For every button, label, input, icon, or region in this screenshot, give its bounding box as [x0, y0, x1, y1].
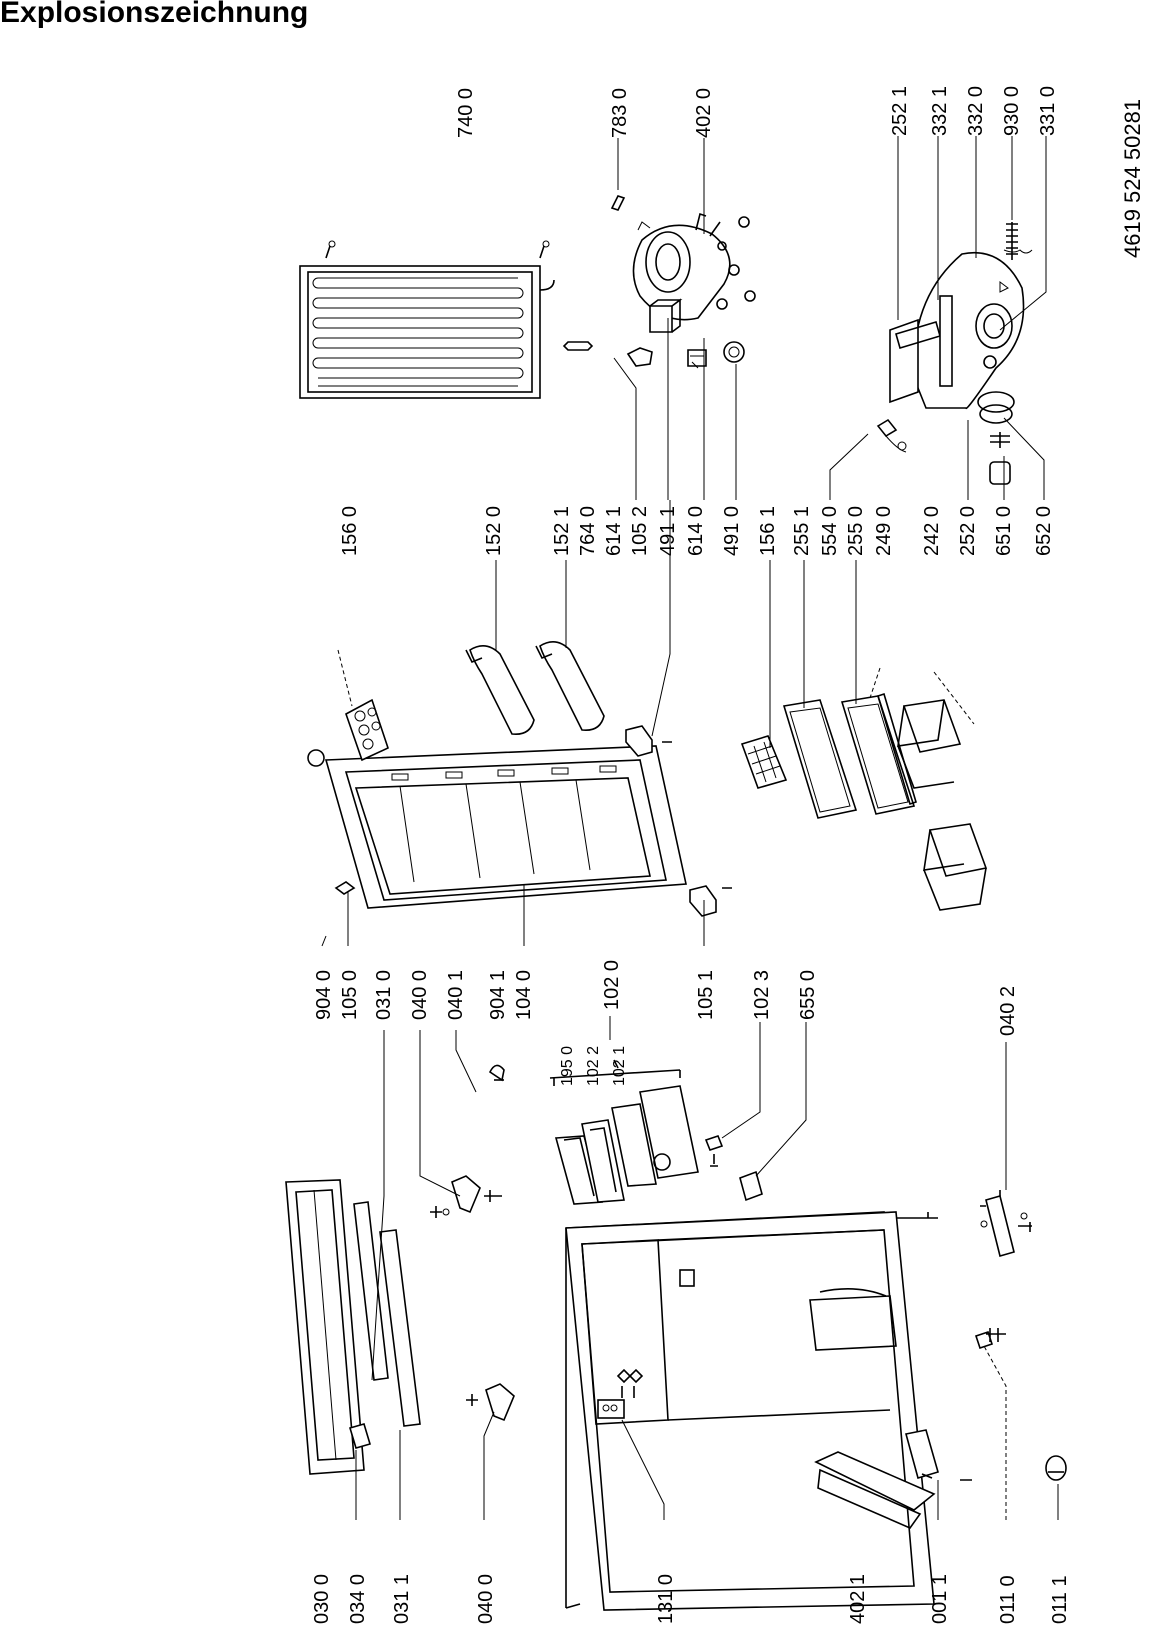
- label-491-1: 491 1: [657, 506, 679, 556]
- page-title: Explosionszeichnung: [0, 0, 309, 29]
- top-hinge-part: [430, 1064, 505, 1218]
- label-491-0: 491 0: [721, 506, 743, 556]
- label-105-2: 105 2: [629, 506, 651, 556]
- tube-part: [610, 195, 626, 211]
- label-105-0: 105 0: [339, 970, 361, 1020]
- label-152-1: 152 1: [551, 506, 573, 556]
- foot-part: [1045, 1455, 1067, 1481]
- label-331-0: 331 0: [1037, 86, 1059, 136]
- part-labels: 740 0 783 0 402 0 252 1 332 1 332 0 930 …: [311, 86, 1145, 1624]
- bottom-hinge-part: [466, 1383, 515, 1422]
- cabinet-part: [565, 1211, 938, 1611]
- label-105-1: 105 1: [695, 970, 717, 1020]
- label-904-0: 904 0: [313, 970, 335, 1020]
- label-255-0: 255 0: [845, 506, 867, 556]
- label-040-0-lower: 040 0: [475, 1574, 497, 1624]
- label-651-0: 651 0: [993, 506, 1015, 556]
- label-001-1: 001 1: [929, 1574, 951, 1624]
- base-part: [814, 1429, 972, 1529]
- leader-lines: [321, 136, 1059, 1520]
- label-242-0: 242 0: [921, 506, 943, 556]
- label-102-3: 102 3: [751, 970, 773, 1020]
- label-252-0: 252 0: [957, 506, 979, 556]
- label-131-0: 131 0: [655, 1574, 677, 1624]
- label-252-1: 252 1: [889, 86, 911, 136]
- label-255-1: 255 1: [791, 506, 813, 556]
- cap-part: [739, 1170, 763, 1202]
- label-195-0: 195 0: [559, 1046, 576, 1086]
- freezer-shelves-part: [740, 667, 917, 819]
- label-655-0: 655 0: [797, 970, 819, 1020]
- bracket-part: [349, 1423, 371, 1449]
- label-402-0: 402 0: [693, 88, 715, 138]
- label-031-0: 031 0: [373, 970, 395, 1020]
- hinge-part: [689, 885, 717, 917]
- label-030-0: 030 0: [311, 1574, 333, 1624]
- condenser-part: [299, 240, 555, 399]
- lower-hinge-part: [980, 1190, 1032, 1257]
- freezer-compartment-part: [549, 1059, 699, 1205]
- label-011-1: 011 1: [1049, 1575, 1071, 1624]
- label-783-0: 783 0: [609, 88, 631, 138]
- door-gasket-part: [285, 1179, 365, 1475]
- label-102-1: 102 1: [611, 1046, 628, 1086]
- label-156-0: 156 0: [339, 506, 361, 556]
- panel-part: [379, 1229, 421, 1427]
- label-011-0: 011 0: [997, 1575, 1019, 1624]
- label-031-1: 031 1: [391, 1574, 413, 1624]
- label-402-1: 402 1: [847, 1574, 869, 1624]
- label-034-0: 034 0: [347, 1574, 369, 1624]
- label-930-0: 930 0: [1001, 86, 1023, 136]
- label-249-0: 249 0: [873, 506, 895, 556]
- label-332-0: 332 0: [965, 86, 987, 136]
- door-shelf-part: [465, 641, 605, 736]
- label-740-0: 740 0: [455, 88, 477, 138]
- panel-part: [353, 1201, 389, 1381]
- label-102-0: 102 0: [601, 960, 623, 1010]
- label-614-1: 614 1: [603, 506, 625, 556]
- label-904-1: 904 1: [487, 970, 509, 1020]
- egg-tray-part: [337, 649, 389, 762]
- relay-parts: [626, 298, 745, 369]
- document-number: 4619 524 50281: [1120, 99, 1145, 258]
- label-104-0: 104 0: [513, 970, 535, 1020]
- hinge-part: [625, 725, 653, 757]
- label-332-1: 332 1: [929, 86, 951, 136]
- screw-part: [974, 1328, 1006, 1350]
- label-764-0: 764 0: [577, 506, 599, 556]
- valve-part: [704, 1135, 724, 1167]
- door-part: [307, 745, 687, 909]
- label-152-0: 152 0: [483, 506, 505, 556]
- compressor-part: [632, 212, 756, 321]
- thermostat-housing-part: [876, 222, 1033, 485]
- label-554-0: 554 0: [819, 506, 841, 556]
- label-040-2: 040 2: [997, 986, 1019, 1036]
- label-040-0: 040 0: [409, 970, 431, 1020]
- crisper-bin-part: [897, 671, 988, 911]
- connector-part: [562, 341, 594, 351]
- label-102-2: 102 2: [585, 1046, 602, 1086]
- label-040-1: 040 1: [445, 970, 467, 1020]
- label-652-0: 652 0: [1033, 506, 1055, 556]
- label-156-1: 156 1: [757, 506, 779, 556]
- label-614-0: 614 0: [685, 506, 707, 556]
